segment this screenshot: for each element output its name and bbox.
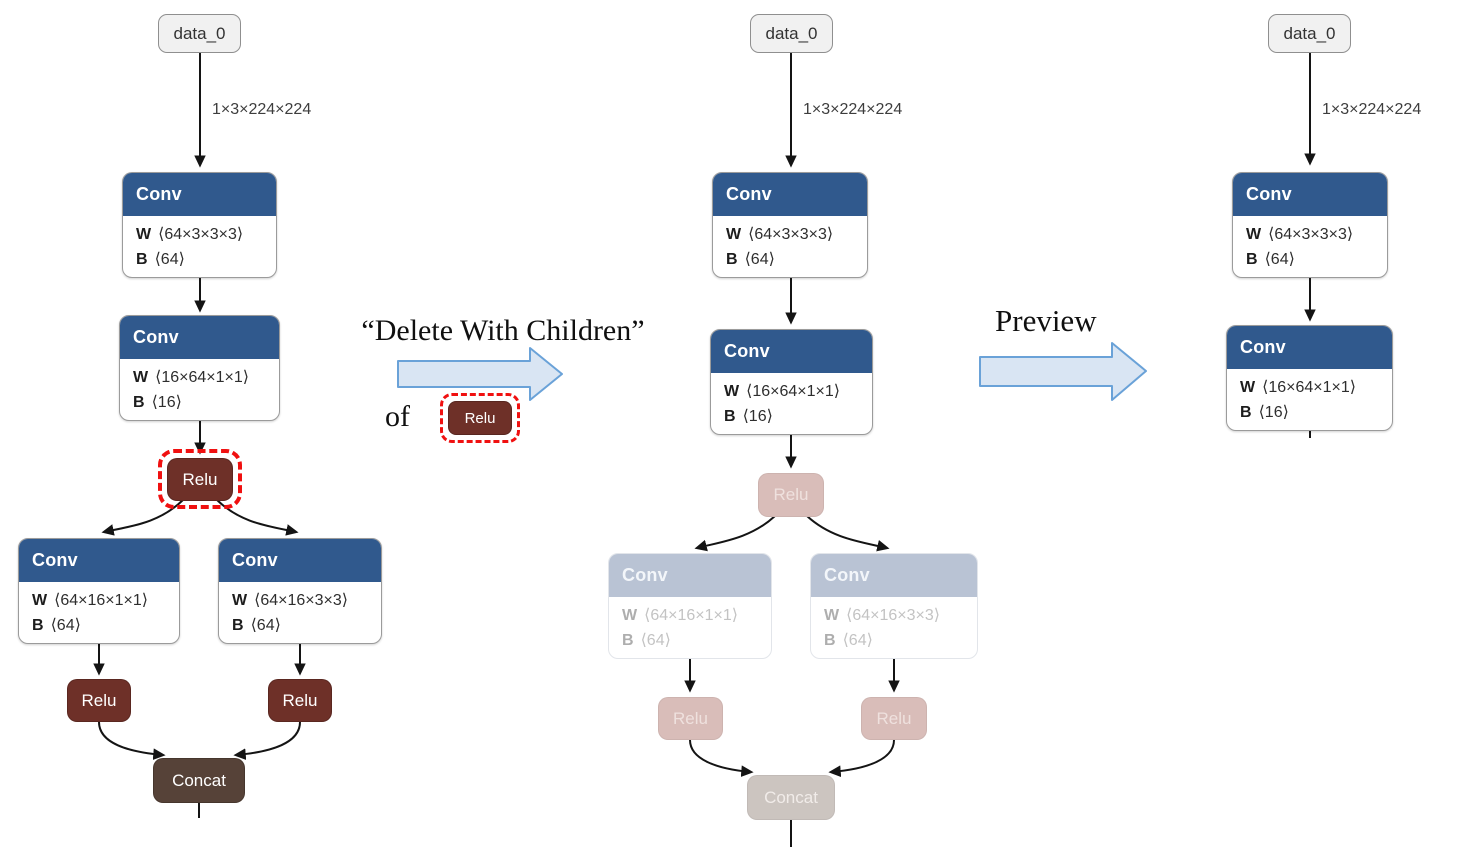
conv-node-title: Conv [1233, 173, 1387, 216]
conv-node[interactable]: Conv W⟨16×64×1×1⟩ B⟨16⟩ [710, 329, 873, 435]
bias-attr: B⟨16⟩ [1240, 404, 1289, 421]
input-node[interactable]: data_0 [1268, 14, 1351, 53]
edge [694, 515, 776, 552]
conv-node-title: Conv [19, 539, 179, 582]
relu-node-selected[interactable]: Relu [167, 458, 233, 501]
bias-attr: B⟨64⟩ [824, 632, 873, 649]
input-node[interactable]: data_0 [158, 14, 241, 53]
relu-node[interactable]: Relu [268, 679, 332, 722]
weight-attr: W⟨64×16×1×1⟩ [622, 607, 739, 624]
preview-arrow-icon [979, 342, 1147, 401]
conv-node[interactable]: Conv W⟨64×3×3×3⟩ B⟨64⟩ [712, 172, 868, 278]
weight-attr: W⟨64×16×3×3⟩ [824, 607, 941, 624]
weight-attr: W⟨64×3×3×3⟩ [726, 226, 834, 243]
action-title: “Delete With Children” [361, 314, 645, 347]
conv-node-title: Conv [711, 330, 872, 373]
selection-highlight [158, 449, 242, 509]
relu-node-faded[interactable]: Relu [758, 473, 824, 517]
bias-attr: B⟨64⟩ [622, 632, 671, 649]
weight-attr: W⟨16×64×1×1⟩ [724, 383, 841, 400]
weight-attr: W⟨16×64×1×1⟩ [133, 369, 250, 386]
bias-attr: B⟨64⟩ [32, 617, 81, 634]
conv-node-title: Conv [609, 554, 771, 597]
weight-attr: W⟨64×3×3×3⟩ [136, 226, 244, 243]
conv-node-title: Conv [123, 173, 276, 216]
edge [98, 721, 166, 760]
relu-chip: Relu [448, 401, 512, 435]
conv-node[interactable]: Conv W⟨64×3×3×3⟩ B⟨64⟩ [1232, 172, 1388, 278]
conv-node[interactable]: Conv W⟨64×16×3×3⟩ B⟨64⟩ [218, 538, 382, 644]
conv-node[interactable]: Conv W⟨16×64×1×1⟩ B⟨16⟩ [1226, 325, 1393, 431]
bias-attr: B⟨16⟩ [133, 394, 182, 411]
edge [233, 721, 301, 760]
weight-attr: W⟨64×16×3×3⟩ [232, 592, 349, 609]
conv-node-faded[interactable]: Conv W⟨64×16×1×1⟩ B⟨64⟩ [608, 553, 772, 659]
concat-node-faded[interactable]: Concat [747, 775, 835, 820]
conv-node-title: Conv [811, 554, 977, 597]
conv-node-title: Conv [219, 539, 381, 582]
input-node[interactable]: data_0 [750, 14, 833, 53]
tensor-shape-label: 1×3×224×224 [1322, 101, 1422, 118]
conv-node[interactable]: Conv W⟨16×64×1×1⟩ B⟨16⟩ [119, 315, 280, 421]
conv-node-title: Conv [120, 316, 279, 359]
conv-node[interactable]: Conv W⟨64×16×1×1⟩ B⟨64⟩ [18, 538, 180, 644]
weight-attr: W⟨16×64×1×1⟩ [1240, 379, 1357, 396]
bias-attr: B⟨64⟩ [1246, 251, 1295, 268]
relu-node-faded[interactable]: Relu [861, 697, 927, 740]
conv-node-faded[interactable]: Conv W⟨64×16×3×3⟩ B⟨64⟩ [810, 553, 978, 659]
relu-node-faded[interactable]: Relu [658, 697, 723, 740]
relu-node[interactable]: Relu [67, 679, 131, 722]
tensor-shape-label: 1×3×224×224 [212, 101, 312, 118]
bias-attr: B⟨64⟩ [136, 251, 185, 268]
preview-title: Preview [995, 303, 1097, 338]
action-of-label: of [385, 400, 410, 433]
edge [828, 739, 895, 778]
concat-node[interactable]: Concat [153, 758, 245, 803]
relu-chip-highlight [440, 393, 520, 443]
edge [806, 515, 890, 552]
conv-node-title: Conv [713, 173, 867, 216]
tensor-shape-label: 1×3×224×224 [803, 101, 903, 118]
weight-attr: W⟨64×16×1×1⟩ [32, 592, 149, 609]
weight-attr: W⟨64×3×3×3⟩ [1246, 226, 1354, 243]
bias-attr: B⟨16⟩ [724, 408, 773, 425]
conv-node[interactable]: Conv W⟨64×3×3×3⟩ B⟨64⟩ [122, 172, 277, 278]
edge [689, 739, 754, 777]
bias-attr: B⟨64⟩ [726, 251, 775, 268]
bias-attr: B⟨64⟩ [232, 617, 281, 634]
conv-node-title: Conv [1227, 326, 1392, 369]
